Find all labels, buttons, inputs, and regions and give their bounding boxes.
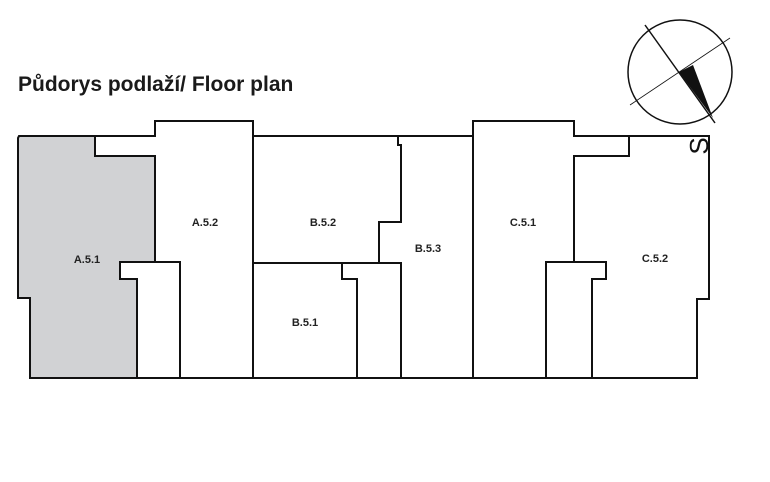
unit-label: B.5.3 [415,243,441,255]
unit-label: A.5.2 [192,217,218,229]
unit-c-5-1[interactable] [474,122,573,261]
compass-icon: S [627,19,733,155]
wall-b52-b53 [378,136,402,263]
wall-outline-top [30,120,710,379]
unit-label: C.5.2 [642,253,668,265]
unit-a-5-1[interactable] [17,135,156,379]
unit-b-5-2[interactable] [254,137,378,262]
wall-b52-b51 [253,262,402,378]
unit-b-5-3[interactable] [402,137,472,377]
unit-label: C.5.1 [510,217,536,229]
unit-label: A.5.1 [74,254,100,266]
unit-label: B.5.1 [292,317,318,329]
compass-label: S [684,137,714,154]
wall-c52-stub [545,261,607,378]
unit-label: B.5.2 [310,217,336,229]
unit-c-5-2[interactable] [607,157,708,377]
unit-a-5-2[interactable] [180,122,252,377]
wall-b51-right [341,263,358,378]
wall-c51-c52 [573,135,630,262]
page-title: Půdorys podlaží/ Floor plan [18,73,294,96]
wall-a52 [120,261,181,378]
